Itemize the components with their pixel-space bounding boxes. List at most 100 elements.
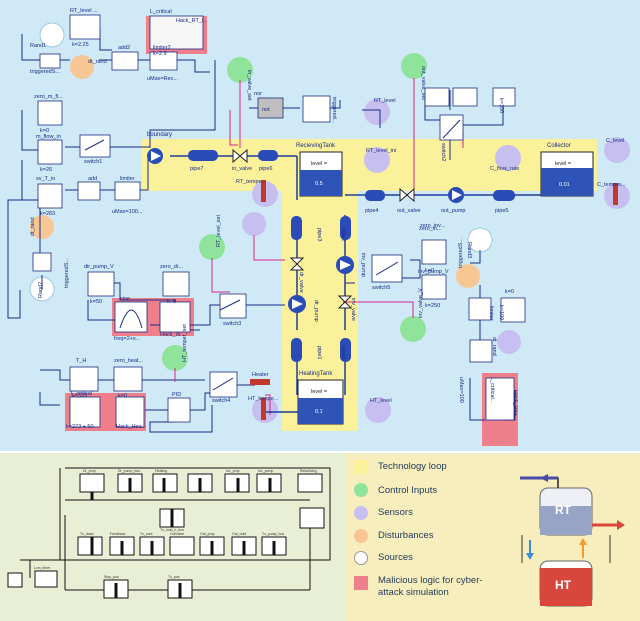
- label-ht-level: HT_level: [370, 398, 392, 404]
- label-k-0-e: k=0: [505, 289, 514, 295]
- label-triggered-rt: triggered...: [331, 97, 337, 124]
- label-k-273-50: k=273 + 50: [66, 424, 94, 430]
- sm-label-dr-prop: Dr_prop: [83, 469, 96, 473]
- label-ht-temper: HT_tempe...: [248, 396, 279, 402]
- label-umax-100: uMax=100...: [112, 209, 143, 215]
- label-k-283: k=283: [40, 211, 55, 217]
- label-sv-t-in: sv_T_in: [36, 176, 55, 182]
- label-dr-valve: dr_valve: [298, 272, 304, 293]
- legend-label-control-inputs: Control Inputs: [378, 485, 438, 496]
- label-rt-level: RT_level: [374, 98, 396, 104]
- label-heat-sensor: HT_temper_set: [182, 324, 188, 362]
- legend-label-malicious-line2: attack simulation: [378, 587, 449, 598]
- label-pipe3: pipe3: [316, 228, 322, 241]
- label-k-0-a: k=0: [40, 128, 49, 134]
- label-top-sensor: in_valve_set: [246, 70, 252, 101]
- sm-label-tv-hold: Tv_hold_h_bus: [160, 528, 184, 532]
- label-k-26: k=26: [40, 167, 52, 173]
- label-hack-right: Hack_Hea...: [512, 390, 518, 421]
- sm-label-tv-drain: Tv_drain: [80, 532, 94, 536]
- label-zero-heat: zero_heat...: [114, 358, 144, 364]
- label-l-critical: L_critical: [150, 9, 172, 15]
- label-level-eq: level =: [311, 161, 327, 167]
- legend-swatch-sources: [354, 551, 368, 565]
- label-inv-valve-sensor: inv_valve_V: [418, 288, 424, 318]
- label-limiter-right: limiter: [488, 306, 494, 321]
- label-dt-rand: dt_rand: [88, 59, 107, 65]
- label-switch3: switch3: [223, 321, 241, 327]
- label-rand1: Rand1: [30, 43, 46, 49]
- label-switch1: switch1: [84, 159, 102, 165]
- label-k-50: k=50: [90, 299, 102, 305]
- label-not: not: [262, 107, 270, 113]
- sm-label-outvalve: OutValve: [170, 532, 184, 536]
- label-pipe8: pipe8: [340, 346, 346, 359]
- label-umax-rec: uMax=Rec...: [147, 76, 178, 82]
- components: [84, 119, 618, 425]
- legend-label-sources: Sources: [378, 552, 413, 563]
- tank-ht-label: HT: [555, 578, 572, 592]
- sm-label-heating: Heating: [155, 469, 167, 473]
- label-out-valve: out_valve: [397, 208, 421, 214]
- legend-swatch-technology-loop: [354, 460, 368, 474]
- label-c-flow-rate: C_flow_rate: [490, 166, 519, 172]
- sm-label-out-hold: Out_hold: [232, 532, 246, 536]
- sm-label-rebuilding: Rebuilding: [300, 469, 317, 473]
- label-inv-pump: inv_pump: [360, 253, 366, 277]
- label-k-0-b: k=0: [167, 299, 176, 305]
- label-zero-inv: zero_inv...: [420, 223, 445, 229]
- label-k-0-d: k=0: [118, 393, 127, 399]
- legend-schematic: RT HT: [520, 474, 625, 607]
- label-pid: PID: [172, 392, 181, 398]
- sm-label-stop-pos: Stop_pos: [104, 575, 119, 579]
- label-pipe5: pipe5: [495, 208, 508, 214]
- label-sine: sine: [120, 296, 130, 302]
- label-rt-temper: RT_tempe...: [236, 179, 267, 185]
- label-k-2-25: k=2.25: [72, 42, 89, 48]
- label-receiving-tank: RecievingTank: [296, 143, 336, 149]
- label-switch4: switch4: [212, 398, 230, 404]
- label-dt-rand3: dt_rand: [491, 337, 497, 356]
- label-m-flow-in: m_flow_in: [36, 134, 61, 140]
- label-boundary: boundary: [147, 132, 172, 138]
- label-c-temper: C_temper...: [597, 182, 626, 188]
- label-k-2-9: k=2.9: [153, 51, 167, 57]
- label-heater: Heater: [252, 372, 269, 378]
- label-zero-in: zero_in...: [419, 226, 442, 232]
- label-pipe6: pipe6: [259, 166, 272, 172]
- label-inv-valve: inv_valve: [350, 298, 356, 321]
- label-dr-pump: dr_pump: [313, 300, 319, 322]
- label-hack-hea: Hack_Hea...: [116, 424, 147, 430]
- legend-swatch-malicious-logic: [354, 576, 368, 590]
- label-nor: nor: [254, 91, 262, 97]
- blocks: [32, 14, 526, 428]
- sm-label-tv-cont: Tv_cont: [140, 532, 152, 536]
- sm-label-out-prop: Out_prop: [200, 532, 215, 536]
- label-limiter: limiter: [120, 176, 135, 182]
- sm-label-inv-prop: Inv_prop: [226, 469, 240, 473]
- label-pipe7: pipe7: [190, 166, 203, 172]
- label-ht-level-eq: level =: [311, 389, 327, 395]
- legend-label-disturbances: Disturbances: [378, 530, 434, 541]
- label-pipe4: pipe4: [365, 208, 378, 214]
- legend-swatch-control-inputs: [354, 483, 368, 497]
- legend-label-technology-loop: Technology loop: [378, 461, 447, 472]
- label-k-0-c: k=0: [425, 268, 434, 274]
- label-limiter2: limiter2: [153, 45, 171, 51]
- label-triggered-s2: triggeredS...: [64, 258, 70, 288]
- label-c-level: C_level: [606, 138, 624, 144]
- label-in-valve: in_valve: [232, 166, 252, 172]
- legend-swatch-sensors: [354, 506, 368, 520]
- label-out-pump: out_pump: [441, 208, 465, 214]
- label-collector: Collector: [547, 143, 571, 149]
- label-zero-m-fl: zero_m_fl...: [34, 94, 63, 100]
- sm-label-inv-pump: Inv_pump: [258, 469, 273, 473]
- label-top-right-sensor: out_valve_set: [420, 66, 426, 100]
- label-l-critical2: L_critical...: [489, 377, 495, 404]
- label-dt-rand2: dt_rand: [30, 217, 36, 236]
- label-umax-100-b: uMax=100: [458, 377, 464, 403]
- label-ht-level-value: 0.1: [315, 409, 323, 415]
- label-switch5: switch5: [372, 285, 390, 291]
